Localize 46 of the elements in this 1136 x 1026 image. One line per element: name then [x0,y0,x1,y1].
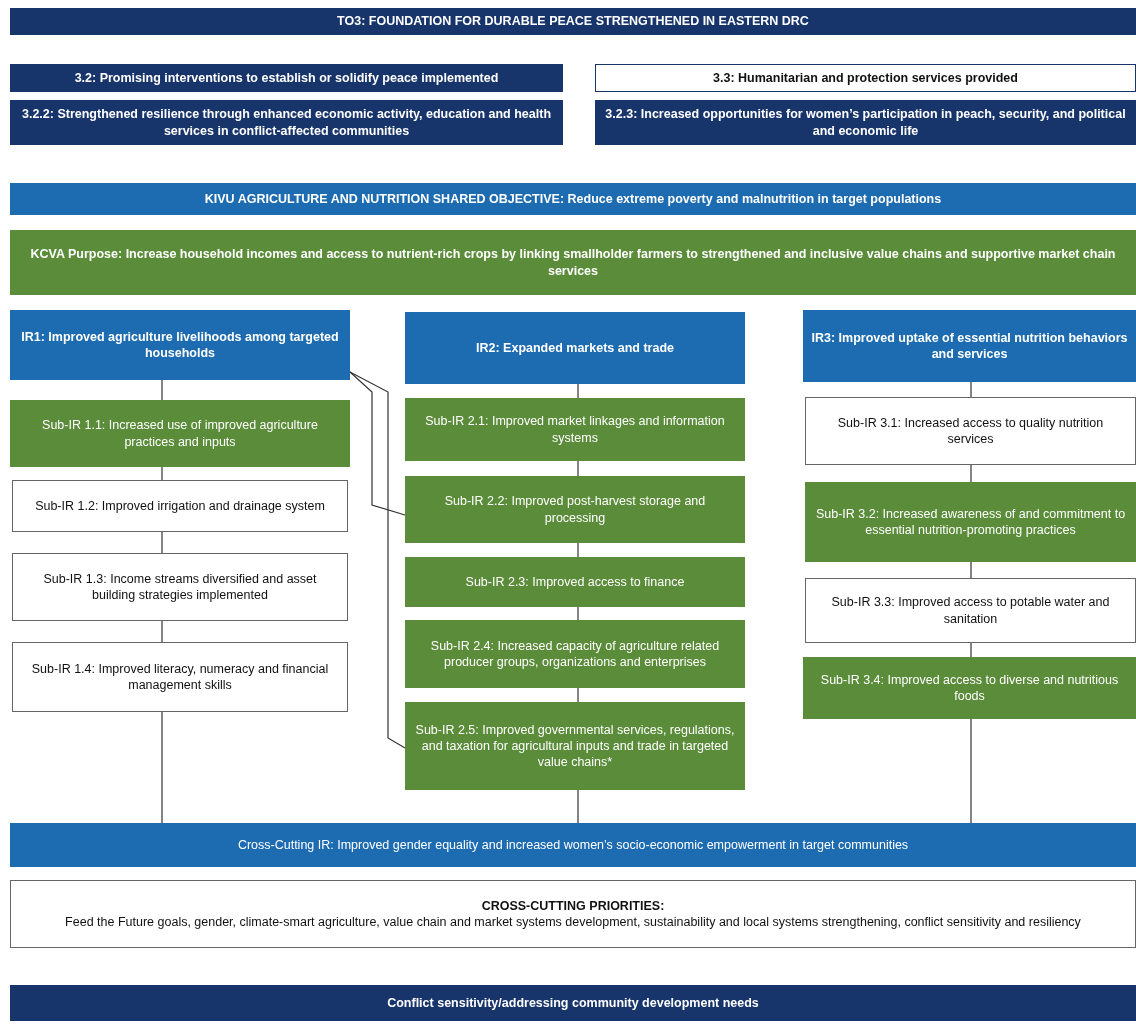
connector-line [577,383,579,399]
connector-line [349,371,406,749]
box-text: Feed the Future goals, gender, climate-smart agriculture, value chain and market systems development, sustainability and local systems strengthening, conflict sensitivity and resiliency [65,914,1081,931]
connector-line [161,620,163,643]
purpose-banner: KCVA Purpose: Increase household incomes and access to nutrient-rich crops by linking smallholder farmers to strengthened and inclusive value chains and supportive market chain services [10,230,1136,295]
connector-line [577,460,579,477]
sub-result-box: Sub-IR 2.3: Improved access to finance [405,557,745,607]
goal-banner: TO3: FOUNDATION FOR DURABLE PEACE STRENGTHENED IN EASTERN DRC [10,8,1136,35]
sub-result-box: Sub-IR 1.3: Income streams diversified and asset building strategies implemented [12,553,348,621]
result-header-box: IR1: Improved agriculture livelihoods among targeted households [10,310,350,380]
connector-line [970,642,972,658]
connector-line [577,789,579,824]
sub-result-box: 3.2.2: Strengthened resilience through enhanced economic activity, education and health services in conflict-affected communities [10,100,563,145]
cross-cutting-banner: Cross-Cutting IR: Improved gender equality and increased women’s socio-economic empowerment in target communities [10,823,1136,867]
sub-result-box: 3.2.3: Increased opportunities for women’s participation in peach, security, and political and economic life [595,100,1136,145]
result-box: 3.2: Promising interventions to establish or solidify peace implemented [10,64,563,92]
sub-result-box: Sub-IR 1.2: Improved irrigation and drainage system [12,480,348,532]
connector-line [577,542,579,558]
connector-line [577,687,579,703]
sub-result-box: Sub-IR 2.1: Improved market linkages and information systems [405,398,745,461]
sub-result-box: Sub-IR 3.3: Improved access to potable water and sanitation [805,578,1136,643]
sub-result-box: Sub-IR 2.5: Improved governmental services, regulations, and taxation for agricultural inputs and trade in targeted value chains* [405,702,745,790]
sub-result-box: Sub-IR 3.2: Increased awareness of and commitment to essential nutrition-promoting practices [805,482,1136,562]
connector-line [970,381,972,398]
connector-line [161,466,163,481]
result-header-box: IR2: Expanded markets and trade [405,312,745,384]
objective-banner: KIVU AGRICULTURE AND NUTRITION SHARED OBJECTIVE: Reduce extreme poverty and malnutrition in target populations [10,183,1136,215]
priorities-box [10,880,1136,948]
result-header-box: IR3: Improved uptake of essential nutrition behaviors and services [803,310,1136,382]
connector-line [349,371,406,516]
sub-result-box: Sub-IR 1.1: Increased use of improved agriculture practices and inputs [10,400,350,467]
box-heading: CROSS-CUTTING PRIORITIES: [481,897,665,914]
connector-line [970,464,972,483]
result-box: 3.3: Humanitarian and protection services provided [595,64,1136,92]
sub-result-box: Sub-IR 1.4: Improved literacy, numeracy and financial management skills [12,642,348,712]
connector-line [161,711,163,824]
footer-banner: Conflict sensitivity/addressing community development needs [10,985,1136,1021]
connector-line [577,606,579,621]
connector-line [970,561,972,579]
sub-result-box: Sub-IR 2.2: Improved post-harvest storage and processing [405,476,745,543]
connector-line [970,718,972,824]
sub-result-box: Sub-IR 3.4: Improved access to diverse and nutritious foods [803,657,1136,719]
sub-result-box: Sub-IR 3.1: Increased access to quality nutrition services [805,397,1136,465]
sub-result-box: Sub-IR 2.4: Increased capacity of agriculture related producer groups, organizations and enterprises [405,620,745,688]
connector-line [161,379,163,401]
connector-line [161,531,163,554]
